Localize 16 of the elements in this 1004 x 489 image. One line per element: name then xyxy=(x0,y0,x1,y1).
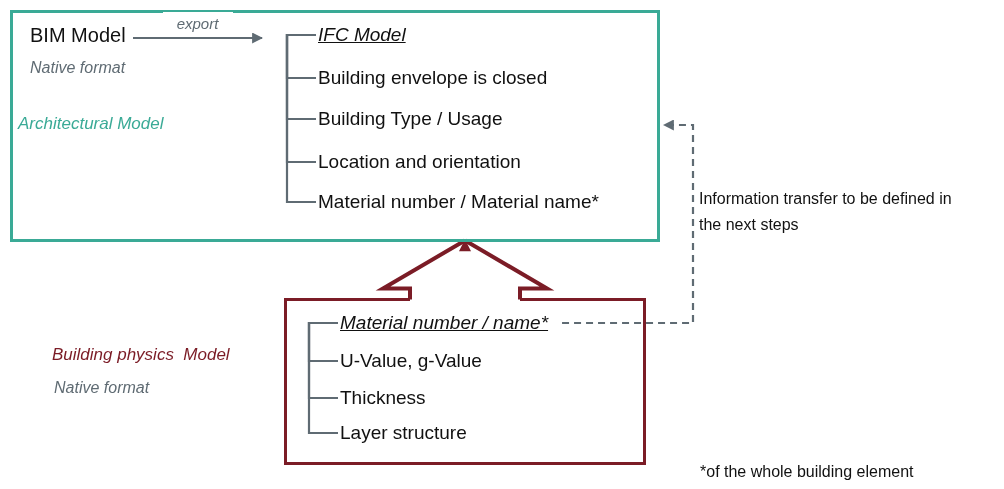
list-item: Layer structure xyxy=(340,420,467,446)
list-heading: IFC Model xyxy=(318,22,406,48)
list-item: Location and orientation xyxy=(318,149,521,175)
footnote: *of the whole building element xyxy=(700,463,914,481)
box-title: Architectural Model xyxy=(18,114,164,134)
list-heading: Material number / name* xyxy=(340,310,549,336)
list-item: Material number / Material name* xyxy=(318,189,599,215)
list-item: U-Value, g-Value xyxy=(340,348,482,374)
model-name: BIM Model xyxy=(30,24,126,47)
list-item: Building envelope is closed xyxy=(318,65,548,91)
model-box xyxy=(10,10,660,242)
list-item: Building Type / Usage xyxy=(318,106,503,132)
box-title: Building physics Model xyxy=(52,345,230,365)
format-note: Native format xyxy=(30,59,126,77)
list-item: Thickness xyxy=(340,385,426,411)
format-note: Native format xyxy=(54,379,150,397)
